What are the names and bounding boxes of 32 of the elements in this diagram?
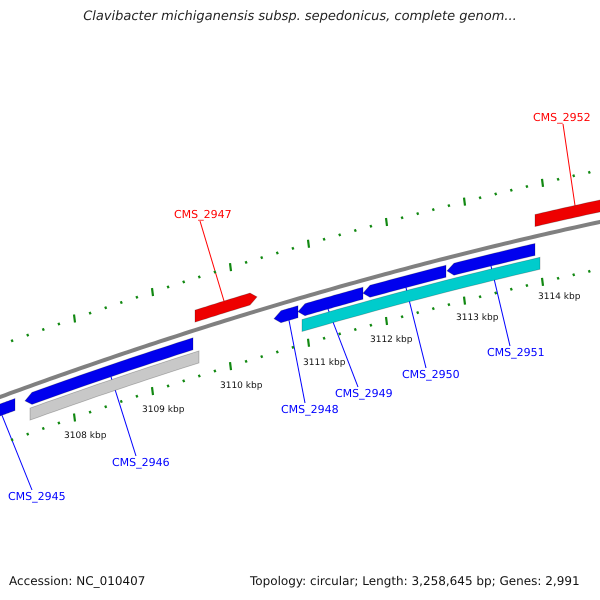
leader-line bbox=[288, 320, 306, 404]
gene-feature bbox=[446, 243, 536, 276]
scale-label: 3109 kbp bbox=[142, 404, 184, 417]
gene-label: CMS_2946 bbox=[112, 456, 170, 469]
gene-label: CMS_2949 bbox=[335, 387, 393, 400]
leader-line bbox=[2, 414, 32, 490]
scale-label: 3113 kbp bbox=[456, 312, 498, 325]
gene-feature bbox=[273, 305, 298, 324]
gene-label: CMS_2950 bbox=[402, 368, 460, 381]
map-title: Clavibacter michiganensis subsp. sepedonicus, complete genom... bbox=[82, 10, 518, 23]
gene-feature bbox=[194, 292, 258, 323]
gene-feature bbox=[24, 337, 194, 405]
leader-line bbox=[562, 124, 576, 206]
gene-feature bbox=[534, 198, 600, 227]
leader-line bbox=[200, 220, 224, 302]
feature-bar bbox=[30, 350, 200, 421]
gene-feature bbox=[297, 286, 364, 316]
scale-label: 3108 kbp bbox=[64, 430, 106, 443]
gene-label: CMS_2952 bbox=[533, 111, 591, 124]
gene-label: CMS_2947 bbox=[174, 208, 232, 221]
gene-label: CMS_2951 bbox=[487, 346, 545, 359]
gene-label: CMS_2945 bbox=[8, 490, 66, 503]
scale-label: 3110 kbp bbox=[220, 380, 262, 393]
scale-label: 3111 kbp bbox=[303, 357, 346, 370]
feature-bar bbox=[302, 256, 540, 332]
genome-stats: Topology: circular; Length: 3,258,645 bp; Genes: 2,991 bbox=[250, 575, 580, 588]
gene-label: CMS_2948 bbox=[281, 403, 339, 416]
scale-label: 3112 kbp bbox=[370, 334, 412, 347]
accession-text: Accession: NC_010407 bbox=[9, 575, 146, 588]
gene-feature bbox=[362, 264, 446, 298]
scale-label: 3114 kbp bbox=[538, 291, 580, 304]
gene-feature bbox=[0, 398, 16, 418]
